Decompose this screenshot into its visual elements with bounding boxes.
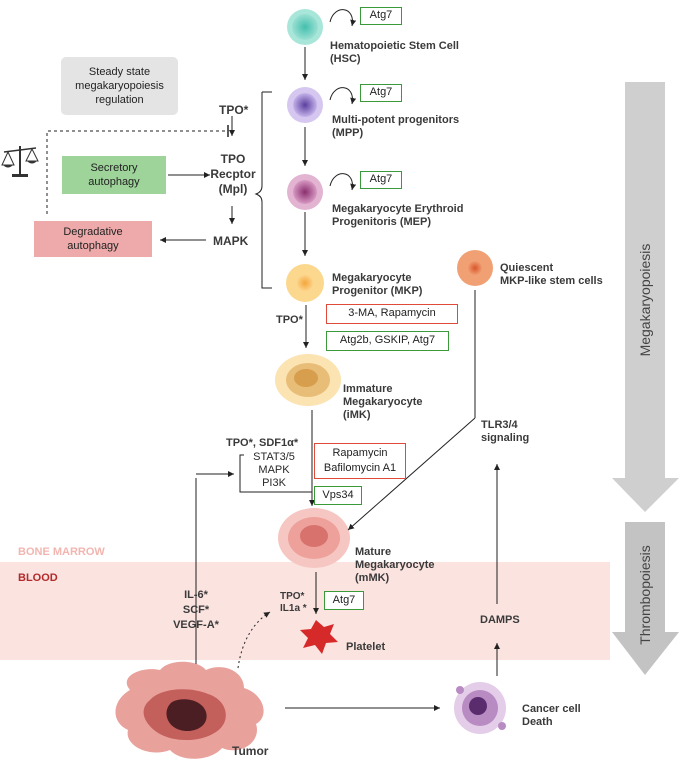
- tlr-label: TLR3/4 signaling: [481, 419, 530, 444]
- tpo-sdf-label: TPO*, SDF1α*: [226, 437, 299, 449]
- balance-scale-icon: [1, 146, 39, 177]
- hsc-cell: [287, 9, 323, 45]
- mpp-atg7-tag: Atg7: [360, 84, 402, 102]
- mpp-cell: [287, 87, 323, 123]
- pathways-label: STAT3/5 MAPK PI3K: [253, 451, 295, 489]
- mmk-label: Mature Megakaryocyte (mMK): [355, 546, 435, 584]
- degradative-autophagy-box: Degradative autophagy: [34, 221, 152, 257]
- thrombopoiesis-arrow: [612, 522, 679, 675]
- mmk-atg7-tag: Atg7: [324, 591, 364, 610]
- imk-cell: [275, 354, 341, 406]
- blood-label: BLOOD: [18, 572, 58, 584]
- steady-state-label: Steady state megakaryopoiesis regulation: [75, 66, 164, 106]
- mep-label: Megakaryocyte Erythroid Progenitoris (ME…: [332, 203, 464, 228]
- mmk-cell: [278, 508, 350, 568]
- tumor-cell: [115, 661, 264, 759]
- hsc-atg7-tag: Atg7: [360, 7, 402, 25]
- mmk-factors-label: TPO* IL1a *: [280, 591, 307, 614]
- mkp-cell: [286, 264, 324, 302]
- mkp-autophagy-genes-box: Atg2b, GSKIP, Atg7: [326, 331, 449, 351]
- vps34-box: Vps34: [314, 486, 362, 505]
- steady-state-box: Steady state megakaryopoiesis regulation: [61, 57, 178, 115]
- imk-inhibitor-box: Rapamycin Bafilomycin A1: [314, 443, 406, 479]
- tpo-receptor-label: TPO Recptor (Mpl): [210, 152, 256, 196]
- cytokines-label: IL-6* SCF* VEGF-A*: [173, 589, 219, 631]
- tumor-label: Tumor: [232, 744, 269, 758]
- blood-region: [0, 562, 610, 660]
- mkp-tpo-label: TPO*: [276, 314, 303, 326]
- platelet-label: Platelet: [346, 641, 386, 653]
- imk-label: Immature Megakaryocyte (iMK): [343, 383, 423, 421]
- megakaryopoiesis-arrow: [612, 82, 679, 512]
- secretory-autophagy-label: Secretory autophagy: [88, 162, 140, 188]
- mep-cell: [287, 174, 323, 210]
- quiescent-label: Quiescent MKP-like stem cells: [500, 262, 603, 287]
- quiescent-cell: [457, 250, 493, 286]
- cancer-death-label: Cancer cell Death: [522, 703, 581, 728]
- bone-marrow-label: BONE MARROW: [18, 546, 105, 558]
- hsc-label: Hematopoietic Stem Cell (HSC): [330, 40, 459, 65]
- secretory-autophagy-box: Secretory autophagy: [62, 156, 166, 194]
- mkp-inhibitor-box: 3-MA, Rapamycin: [326, 304, 458, 324]
- regulation-mapk-label: MAPK: [213, 234, 249, 248]
- mep-atg7-tag: Atg7: [360, 171, 402, 189]
- degradative-autophagy-label: Degradative autophagy: [63, 226, 123, 252]
- platelet-cell: [300, 620, 338, 654]
- damps-label: DAMPS: [480, 614, 520, 626]
- cancer-death-cell: [454, 682, 506, 734]
- mpp-label: Multi-potent progenitors (MPP): [332, 114, 460, 139]
- regulation-tpo-label: TPO*: [219, 103, 249, 117]
- mkp-label: Megakaryocyte Progenitor (MKP): [332, 272, 423, 297]
